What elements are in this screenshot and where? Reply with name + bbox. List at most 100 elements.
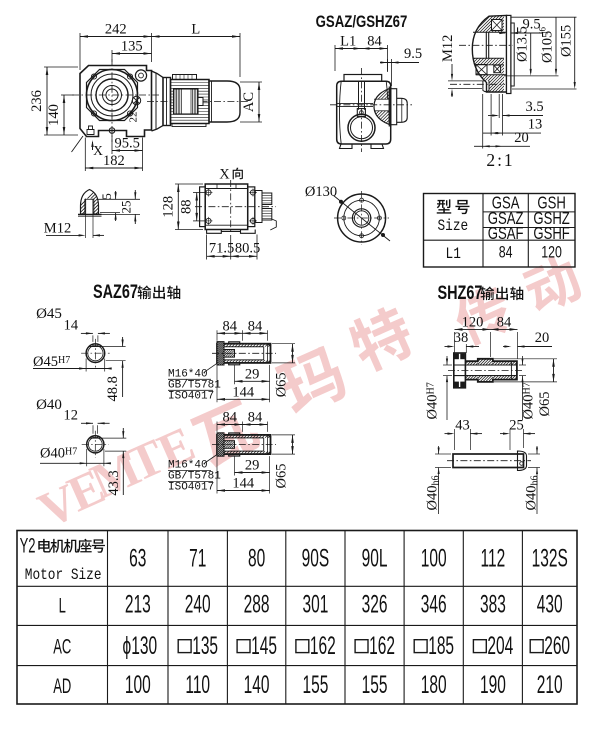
svg-text:25: 25 bbox=[119, 201, 134, 214]
svg-text:9.5: 9.5 bbox=[522, 17, 540, 33]
svg-text:38: 38 bbox=[454, 330, 469, 346]
svg-text:84: 84 bbox=[499, 244, 513, 262]
svg-text:144: 144 bbox=[232, 384, 255, 400]
svg-text:185: 185 bbox=[428, 632, 454, 660]
svg-text:GB/T5781: GB/T5781 bbox=[168, 379, 221, 391]
svg-text:AD: AD bbox=[53, 674, 71, 698]
svg-text:80: 80 bbox=[248, 545, 265, 573]
svg-text:162: 162 bbox=[369, 632, 395, 660]
svg-text:135: 135 bbox=[192, 632, 218, 660]
svg-text:120: 120 bbox=[541, 244, 562, 262]
svg-text:182: 182 bbox=[103, 153, 125, 169]
svg-text:430: 430 bbox=[537, 591, 563, 619]
svg-text:95.5: 95.5 bbox=[115, 136, 140, 152]
svg-text:260: 260 bbox=[544, 632, 570, 660]
svg-text:L1: L1 bbox=[340, 34, 356, 50]
svg-text:71: 71 bbox=[189, 545, 206, 573]
svg-text:SHZ67: SHZ67 bbox=[438, 282, 483, 303]
svg-text:L: L bbox=[59, 593, 66, 617]
svg-text:135: 135 bbox=[121, 39, 143, 55]
svg-text:M16*40: M16*40 bbox=[168, 368, 208, 380]
svg-text:84: 84 bbox=[497, 314, 512, 330]
svg-text:GSAZ: GSAZ bbox=[488, 209, 524, 228]
svg-text:3.5: 3.5 bbox=[525, 99, 543, 115]
svg-text:AC: AC bbox=[53, 634, 71, 658]
svg-text:M12: M12 bbox=[44, 221, 71, 237]
svg-text:Ø45: Ø45 bbox=[36, 306, 62, 322]
svg-text:84: 84 bbox=[248, 318, 263, 334]
svg-text:20: 20 bbox=[535, 330, 550, 346]
svg-text:Ø130: Ø130 bbox=[305, 184, 337, 200]
svg-text:Size: Size bbox=[438, 218, 469, 236]
svg-text:155: 155 bbox=[362, 672, 388, 700]
svg-text:326: 326 bbox=[362, 591, 388, 619]
svg-text:M12: M12 bbox=[440, 35, 456, 62]
svg-text:SAZ67: SAZ67 bbox=[93, 281, 138, 302]
svg-text:ISO4017: ISO4017 bbox=[168, 390, 214, 402]
svg-text:29: 29 bbox=[245, 366, 260, 382]
svg-text:Ø105: Ø105 bbox=[540, 31, 556, 63]
svg-text:84: 84 bbox=[248, 410, 263, 426]
svg-text:80.5: 80.5 bbox=[235, 241, 260, 257]
svg-text:20: 20 bbox=[514, 130, 529, 146]
svg-text:GSAF: GSAF bbox=[488, 224, 524, 243]
svg-text:88: 88 bbox=[179, 199, 195, 214]
svg-text:29: 29 bbox=[245, 458, 260, 474]
svg-text:288: 288 bbox=[244, 591, 270, 619]
svg-text:71.5: 71.5 bbox=[209, 241, 234, 257]
svg-text:100: 100 bbox=[421, 545, 447, 573]
svg-text:9.5: 9.5 bbox=[404, 46, 422, 62]
svg-text:63: 63 bbox=[129, 545, 146, 573]
svg-text:GSA: GSA bbox=[492, 194, 520, 213]
svg-text:j6: j6 bbox=[538, 26, 548, 35]
svg-text:162: 162 bbox=[310, 632, 336, 660]
svg-text:48.8: 48.8 bbox=[105, 376, 121, 401]
svg-text:190: 190 bbox=[480, 672, 506, 700]
svg-text:L1: L1 bbox=[446, 246, 461, 264]
svg-text:210: 210 bbox=[537, 672, 563, 700]
svg-text:100: 100 bbox=[125, 672, 151, 700]
svg-text:Y2: Y2 bbox=[20, 533, 36, 557]
svg-text:236: 236 bbox=[29, 90, 45, 112]
svg-text:14: 14 bbox=[64, 317, 79, 333]
svg-text:242: 242 bbox=[105, 22, 127, 38]
svg-text:383: 383 bbox=[480, 591, 506, 619]
svg-text:90S: 90S bbox=[302, 545, 330, 573]
svg-text:13: 13 bbox=[528, 117, 543, 133]
svg-text:84: 84 bbox=[223, 318, 238, 334]
svg-text:Ø65: Ø65 bbox=[537, 392, 553, 417]
svg-text:43.3: 43.3 bbox=[106, 470, 122, 495]
svg-text:Motor Size: Motor Size bbox=[25, 567, 102, 585]
svg-text:180: 180 bbox=[421, 672, 447, 700]
svg-text:110: 110 bbox=[185, 672, 210, 700]
svg-text:112: 112 bbox=[481, 545, 506, 573]
svg-text:GSHZ: GSHZ bbox=[533, 209, 569, 228]
svg-text:140: 140 bbox=[46, 104, 62, 126]
svg-text:ISO4017: ISO4017 bbox=[168, 482, 214, 494]
svg-text:GB/T5781: GB/T5781 bbox=[168, 471, 221, 483]
svg-text:GSAZ/GSHZ67: GSAZ/GSHZ67 bbox=[316, 13, 408, 32]
svg-text:ϕ130: ϕ130 bbox=[123, 632, 158, 660]
svg-text:155: 155 bbox=[302, 672, 328, 700]
svg-text:84: 84 bbox=[223, 410, 238, 426]
svg-text:240: 240 bbox=[185, 591, 211, 619]
svg-text:Ø13.5: Ø13.5 bbox=[515, 26, 531, 62]
svg-text:140: 140 bbox=[244, 672, 270, 700]
svg-text:Ø40: Ø40 bbox=[36, 397, 62, 413]
svg-text:Ø65: Ø65 bbox=[274, 372, 290, 397]
svg-text:301: 301 bbox=[302, 591, 328, 619]
svg-text:GSH: GSH bbox=[537, 194, 565, 213]
svg-text:2:1: 2:1 bbox=[486, 150, 514, 170]
svg-text:5: 5 bbox=[99, 193, 114, 200]
svg-text:43: 43 bbox=[455, 418, 470, 434]
svg-text:M16*40: M16*40 bbox=[168, 460, 208, 472]
svg-text:120: 120 bbox=[462, 314, 484, 330]
svg-text:Ø155: Ø155 bbox=[559, 25, 575, 57]
svg-text:346: 346 bbox=[421, 591, 447, 619]
svg-text:25: 25 bbox=[509, 418, 524, 434]
svg-text:Ø65: Ø65 bbox=[274, 464, 290, 489]
svg-text:144: 144 bbox=[232, 476, 255, 492]
svg-text:12: 12 bbox=[64, 407, 79, 423]
svg-text:GSHF: GSHF bbox=[533, 224, 569, 243]
svg-text:90L: 90L bbox=[362, 545, 388, 573]
